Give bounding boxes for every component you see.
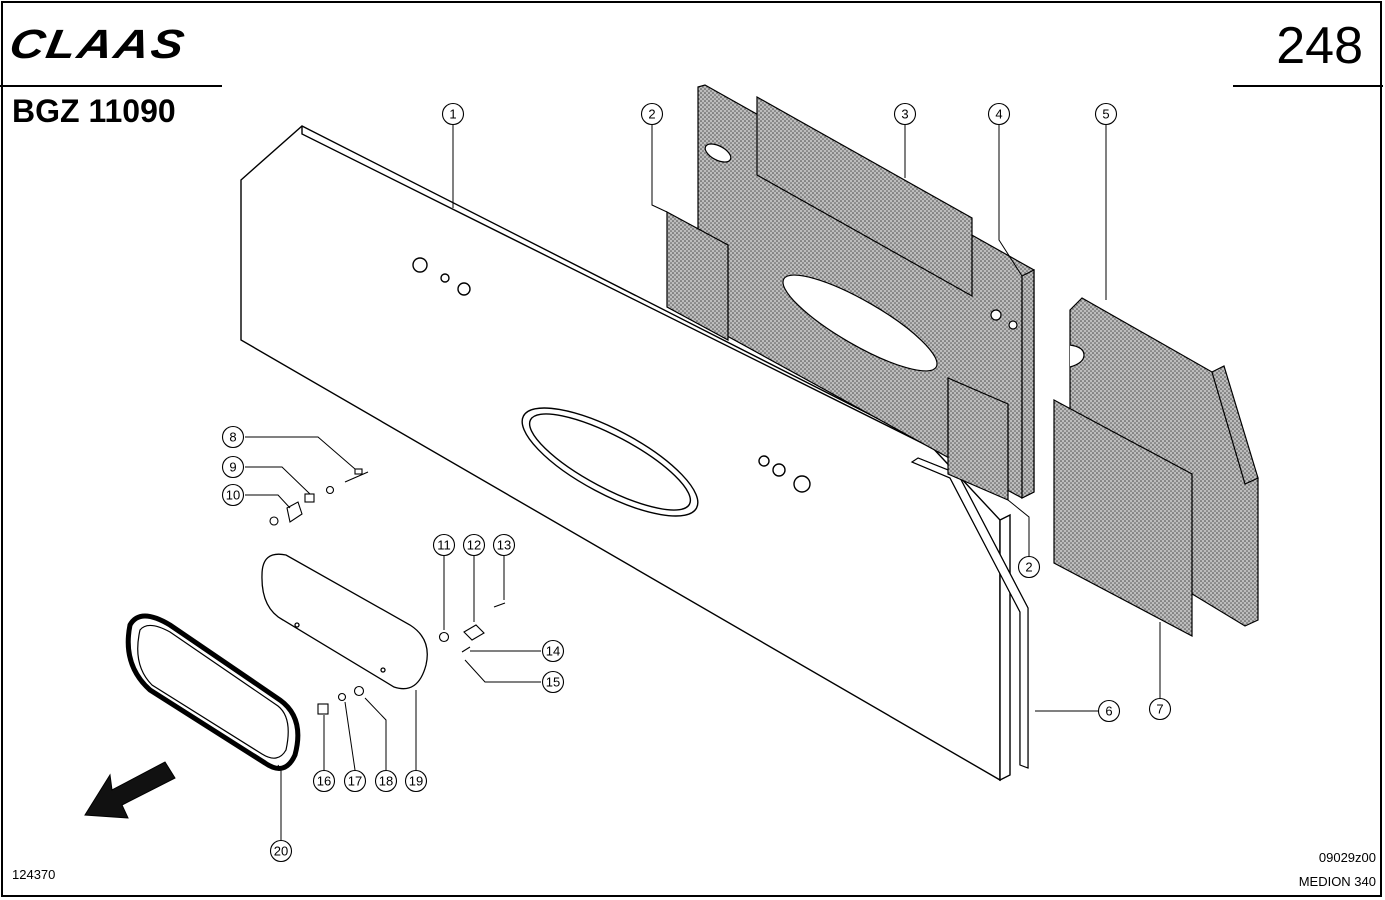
callout-20: 20 xyxy=(269,839,293,863)
svg-text:15: 15 xyxy=(546,675,560,690)
svg-text:11: 11 xyxy=(437,538,451,553)
svg-text:6: 6 xyxy=(1105,704,1112,719)
svg-text:9: 9 xyxy=(229,460,236,475)
svg-text:2: 2 xyxy=(648,107,655,122)
callout-16: 16 xyxy=(312,769,336,793)
callout-1: 1 xyxy=(441,102,465,126)
callout-3: 3 xyxy=(893,102,917,126)
callout-2-lower: 2 xyxy=(1017,555,1041,579)
callout-2-upper: 2 xyxy=(640,102,664,126)
pad-7 xyxy=(1053,398,1193,637)
svg-text:3: 3 xyxy=(901,107,908,122)
hardware-parts xyxy=(269,468,506,715)
svg-text:7: 7 xyxy=(1156,702,1163,717)
callout-12: 12 xyxy=(462,533,486,557)
svg-text:13: 13 xyxy=(497,538,511,553)
reference-id: 124370 xyxy=(12,867,56,882)
callout-8: 8 xyxy=(221,425,245,449)
callout-markers: 1 2 2 3 4 5 6 7 xyxy=(221,102,1172,863)
svg-text:8: 8 xyxy=(229,430,236,445)
callout-17: 17 xyxy=(343,769,367,793)
header-rule-right xyxy=(1233,85,1383,87)
callout-13: 13 xyxy=(492,533,516,557)
header-rule-left xyxy=(0,85,222,87)
pad-3 xyxy=(756,95,973,298)
callout-7: 7 xyxy=(1148,697,1172,721)
pad-2-upper xyxy=(666,210,729,342)
drawing-code: 09029z00 xyxy=(1318,850,1376,865)
svg-text:18: 18 xyxy=(379,774,393,789)
callout-15: 15 xyxy=(541,670,565,694)
svg-text:4: 4 xyxy=(995,107,1002,122)
svg-text:19: 19 xyxy=(409,774,423,789)
callout-18: 18 xyxy=(374,769,398,793)
direction-arrow xyxy=(84,761,176,819)
callout-4: 4 xyxy=(987,102,1011,126)
svg-text:20: 20 xyxy=(274,844,288,859)
callout-5: 5 xyxy=(1094,102,1118,126)
svg-text:10: 10 xyxy=(226,488,240,503)
main-panel xyxy=(240,125,1011,782)
seal-strip xyxy=(910,457,1029,769)
svg-text:2: 2 xyxy=(1025,560,1032,575)
model-name: MEDION 340 xyxy=(1298,874,1376,889)
svg-text:17: 17 xyxy=(348,774,362,789)
page-number: 248 xyxy=(1276,17,1363,75)
svg-text:1: 1 xyxy=(449,107,456,122)
callout-10: 10 xyxy=(221,483,245,507)
callout-19: 19 xyxy=(404,769,428,793)
svg-text:14: 14 xyxy=(546,644,560,659)
callout-11: 11 xyxy=(432,533,456,557)
svg-text:16: 16 xyxy=(317,774,331,789)
cover-plate xyxy=(261,553,428,690)
svg-text:12: 12 xyxy=(467,538,481,553)
svg-text:5: 5 xyxy=(1102,107,1109,122)
gasket-ring xyxy=(125,613,301,771)
callout-6: 6 xyxy=(1097,699,1121,723)
group-code: BGZ 11090 xyxy=(12,93,176,129)
callout-9: 9 xyxy=(221,455,245,479)
callout-14: 14 xyxy=(541,639,565,663)
leader-lines xyxy=(245,124,1161,840)
